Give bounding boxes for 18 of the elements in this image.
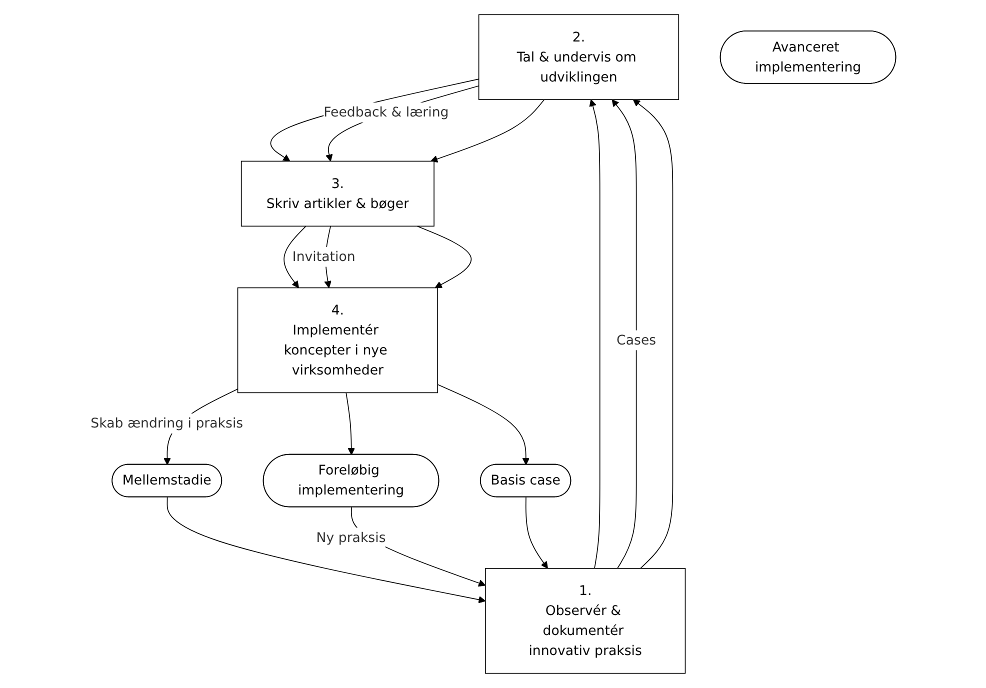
arrow [283, 226, 306, 288]
edge-label: Cases [616, 332, 656, 348]
arrow [589, 99, 600, 569]
node-box: 1. Observér & dokumentér innovativ praksis [484, 568, 686, 674]
arrow [430, 99, 544, 162]
node-box: 2. Tal & undervis om udviklingen [478, 14, 679, 100]
edge-label: Ny praksis [316, 529, 386, 546]
arrow [436, 384, 530, 466]
arrow [632, 99, 673, 569]
node-box: 4. Implementér koncepter i nye virksomheder [237, 287, 438, 394]
arrow [416, 226, 472, 288]
arrow [612, 99, 636, 569]
node-box: 3. Skriv artikler & bøger [240, 160, 434, 227]
arrow [345, 392, 355, 456]
edge-label: Feedback & læring [323, 104, 449, 120]
edge-label: Invitation [292, 248, 356, 264]
arrow [525, 496, 548, 569]
edge-label: Skab ændring i praksis [90, 415, 243, 432]
